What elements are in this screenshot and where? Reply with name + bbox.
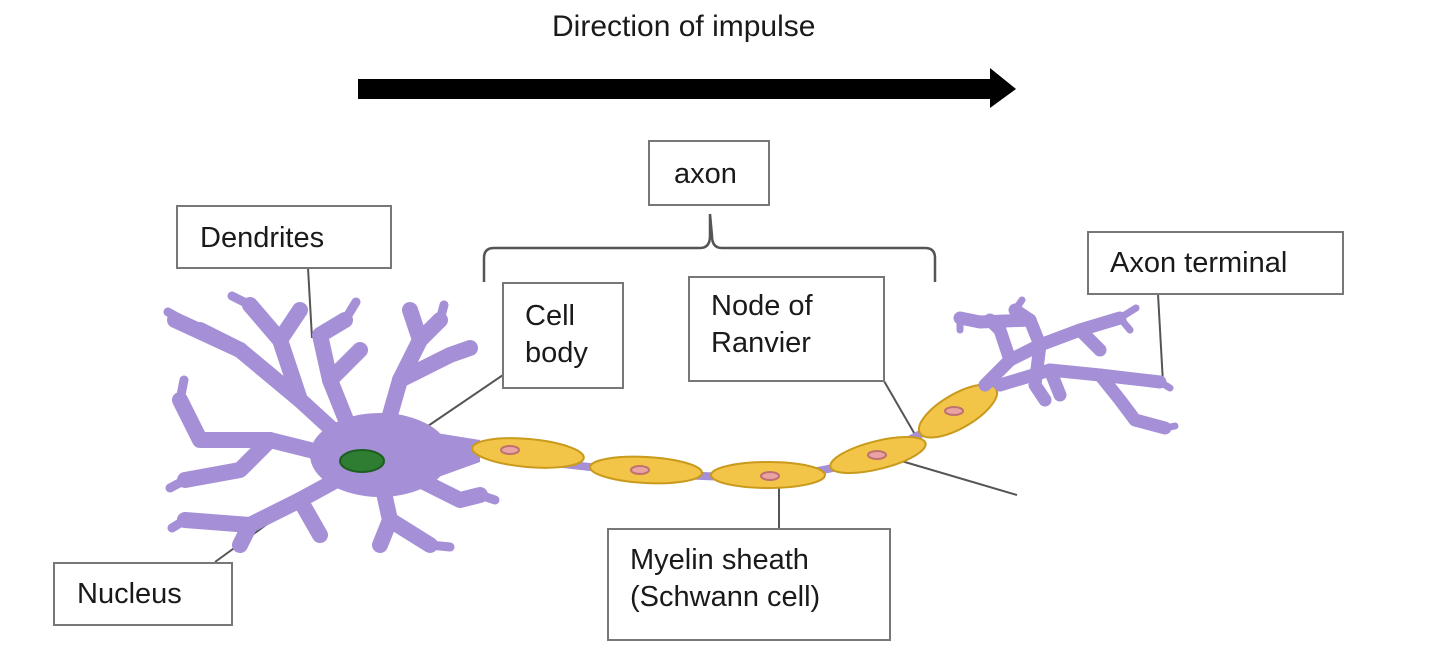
axon-terminal-label: Axon terminal [1087, 231, 1344, 295]
schwann-cell [471, 437, 585, 469]
node-of-ranvier-line1: Node of [711, 290, 813, 322]
cell-body-line2: body [525, 337, 588, 369]
axon-brace [482, 213, 937, 282]
axon-label-text: axon [674, 158, 737, 190]
neuron-cell-body [163, 291, 500, 553]
nucleus-label-text: Nucleus [77, 578, 182, 610]
schwann-cell [829, 435, 927, 475]
dendrites-label-text: Dendrites [200, 222, 325, 254]
cell-body-label: Cell body [502, 282, 624, 389]
myelin-sheath-line1: Myelin sheath [630, 544, 809, 576]
nucleus-label: Nucleus [53, 562, 233, 626]
schwann-cell [710, 461, 826, 489]
myelin-sheath-line2: (Schwann cell) [630, 581, 821, 613]
schwann-cell [589, 455, 703, 485]
axon-terminal-label-text: Axon terminal [1110, 247, 1288, 279]
cell-body-line1: Cell [525, 300, 575, 332]
direction-arrow [358, 68, 1016, 108]
node-of-ranvier-line2: Ranvier [711, 327, 811, 359]
axon-terminal-branches [953, 296, 1179, 435]
myelin-sheath-label: Myelin sheath (Schwann cell) [607, 528, 891, 641]
nucleus-shape [339, 449, 385, 473]
dendrites-label: Dendrites [176, 205, 392, 269]
axon-label: axon [648, 140, 770, 206]
node-of-ranvier-label: Node of Ranvier [688, 276, 885, 382]
myelin-sheath [471, 383, 999, 489]
diagram-title: Direction of impulse [552, 10, 816, 43]
